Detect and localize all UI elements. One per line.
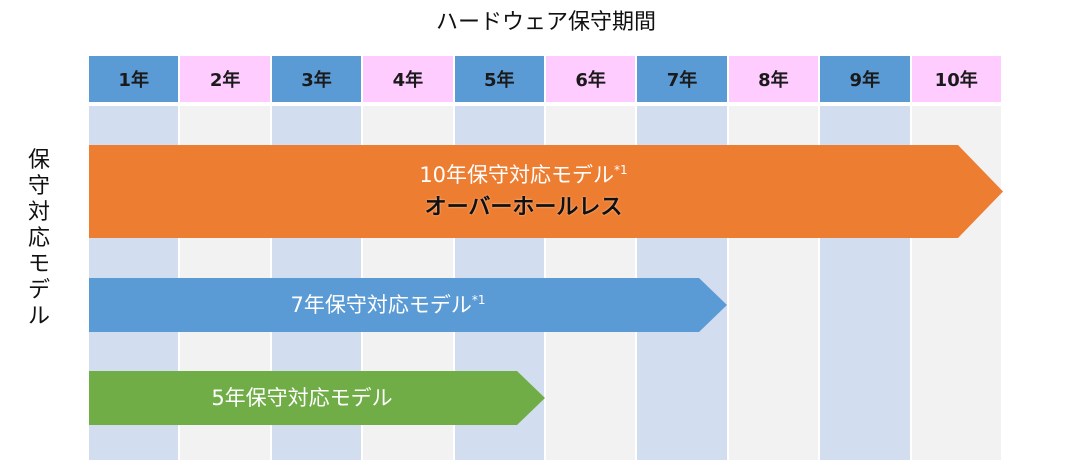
year-header-6: 6年	[545, 56, 636, 102]
five-year-model-label: 5年保守対応モデル	[211, 386, 393, 410]
ten-year-model-footnote: *1	[614, 162, 628, 177]
year-header-5: 5年	[454, 56, 544, 102]
year-header-9: 9年	[820, 56, 910, 102]
vertical-axis-label: 保守対応モデル	[27, 148, 50, 329]
year-header-row: 1年 2年 3年 4年 5年 6年 7年 8年 9年 10年	[89, 56, 1003, 102]
five-year-model-bar: 5年保守対応モデル	[89, 371, 545, 425]
ten-year-model-text: 10年保守対応モデル	[419, 162, 615, 187]
year-header-10: 10年	[911, 56, 1001, 102]
year-header-8: 8年	[728, 56, 819, 102]
seven-year-model-bar: 7年保守対応モデル*1	[89, 278, 727, 332]
seven-year-model-label: 7年保守対応モデル*1	[290, 291, 525, 319]
chart-title: ハードウェア保守期間	[435, 10, 656, 35]
ten-year-model-label: 10年保守対応モデル*1	[419, 161, 672, 189]
year-header-2: 2年	[180, 56, 270, 102]
year-header-7: 7年	[637, 56, 727, 102]
seven-year-model-footnote: *1	[471, 293, 486, 307]
year-header-1: 1年	[89, 56, 179, 102]
overhaul-less-label: オーバーホールレス	[424, 194, 623, 220]
year-header-4: 4年	[363, 56, 453, 102]
ten-year-model-bar: 10年保守対応モデル*1 オーバーホールレス	[89, 145, 1003, 238]
year-header-3: 3年	[271, 56, 362, 102]
seven-year-model-text: 7年保守対応モデル	[290, 293, 472, 317]
